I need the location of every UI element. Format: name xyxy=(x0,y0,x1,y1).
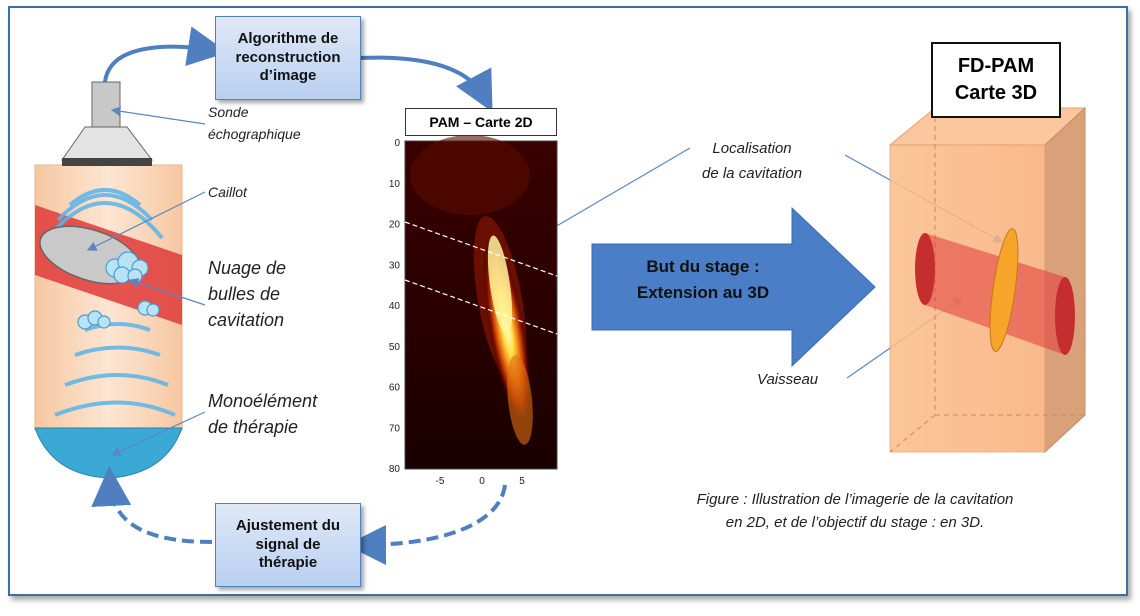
y-tick-label: 70 xyxy=(389,423,401,434)
echo-probe xyxy=(61,81,154,166)
y-tick-label: 20 xyxy=(389,220,401,231)
label-localisation: Localisation de la cavitation xyxy=(702,140,803,182)
pam-heatmap xyxy=(404,135,558,470)
big-arrow xyxy=(591,206,876,368)
y-tick-label: 50 xyxy=(389,342,401,353)
therapy-transducer xyxy=(34,427,183,479)
x-tick-label: 5 xyxy=(519,476,525,487)
arrow-map-to-adjust xyxy=(346,484,507,565)
y-tick-label: 10 xyxy=(389,179,401,190)
y-tick-label: 60 xyxy=(389,383,401,394)
ultrasound-waves xyxy=(46,188,176,417)
cube-3d xyxy=(888,106,1087,454)
y-tick-label: 80 xyxy=(389,464,401,475)
arrow-adjust-to-transducer xyxy=(91,466,213,544)
big-arrow-label: But du stage : Extension au 3D xyxy=(636,257,770,303)
box-algorithme: Algorithme de reconstruction d’image xyxy=(215,16,361,100)
figure-caption: Figure : Illustration de l’imagerie de l… xyxy=(696,491,1014,532)
heatmap-y-ticks: 0 10 20 30 40 50 60 70 80 xyxy=(389,138,401,475)
x-tick-label: 0 xyxy=(479,476,485,487)
fdpam-title: FD-PAM Carte 3D xyxy=(931,42,1061,118)
label-sonde: Sonde échographique xyxy=(208,104,301,142)
label-vaisseau: Vaisseau xyxy=(757,371,819,388)
x-tick-label: -5 xyxy=(436,476,445,487)
label-mono: Monoélément de thérapie xyxy=(208,391,318,438)
arrow-probe-to-algo xyxy=(103,26,228,83)
heatmap-x-ticks: -5 0 5 xyxy=(436,476,526,487)
box-ajustement: Ajustement du signal de thérapie xyxy=(215,503,361,587)
y-tick-label: 30 xyxy=(389,260,401,271)
label-nuage: Nuage de bulles de cavitation xyxy=(208,258,287,331)
label-caillot: Caillot xyxy=(208,184,247,200)
arrow-algo-to-map xyxy=(359,55,493,113)
heatmap-title: PAM – Carte 2D xyxy=(405,108,557,136)
y-tick-label: 0 xyxy=(394,138,400,149)
y-tick-label: 40 xyxy=(389,301,401,312)
bubbles xyxy=(77,251,160,330)
